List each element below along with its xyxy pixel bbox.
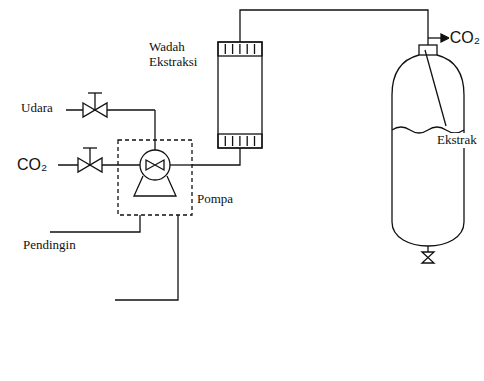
pump-box: Pompa	[118, 140, 192, 215]
coolant-line	[115, 215, 178, 300]
separator-vessel	[392, 55, 464, 246]
coolant-line	[50, 215, 140, 232]
drain-valve	[422, 252, 434, 263]
cap-stripe	[247, 136, 248, 146]
cap-stripe	[225, 136, 226, 146]
cap-stripe	[239, 136, 240, 146]
inlet-label: Udara	[20, 101, 54, 116]
cap-stripe	[232, 136, 233, 146]
pipe-connector	[192, 148, 240, 165]
column-cap	[218, 134, 262, 148]
pump-outlet	[170, 164, 192, 165]
pump-housing	[118, 140, 192, 215]
extraction-column	[218, 42, 262, 148]
gas-label: CO₂	[449, 29, 481, 47]
extraction-vessel: Wadah Ekstraksi	[218, 42, 262, 148]
pump-valve	[146, 160, 164, 170]
air-pipe	[66, 109, 155, 110]
vessel-neck	[419, 45, 437, 55]
air-pipe	[154, 110, 155, 150]
coolant-label: Pendingin	[22, 238, 77, 253]
column-cap	[218, 42, 262, 56]
valve-handle	[83, 147, 97, 148]
drain-pipe	[427, 246, 428, 252]
dip-tube	[425, 50, 446, 126]
node-label: Pompa	[196, 192, 234, 207]
node-label: Ekstrak	[436, 133, 478, 148]
cap-stripe	[225, 44, 226, 54]
cap-stripe	[232, 44, 233, 54]
cap-stripe	[254, 136, 255, 146]
cap-stripe	[254, 44, 255, 54]
pump-symbol	[140, 150, 170, 180]
cap-stripe	[247, 44, 248, 54]
valve-handle	[88, 92, 102, 93]
node-label: Wadah Ekstraksi	[148, 40, 214, 70]
valve-stem	[94, 93, 95, 110]
valve-stem	[89, 148, 90, 165]
cap-stripe	[239, 44, 240, 54]
gas-label: CO₂	[16, 156, 48, 174]
pipe-connector	[240, 10, 428, 45]
separator-vessel: Ekstrak	[392, 45, 464, 263]
co2-outlet	[428, 37, 442, 38]
